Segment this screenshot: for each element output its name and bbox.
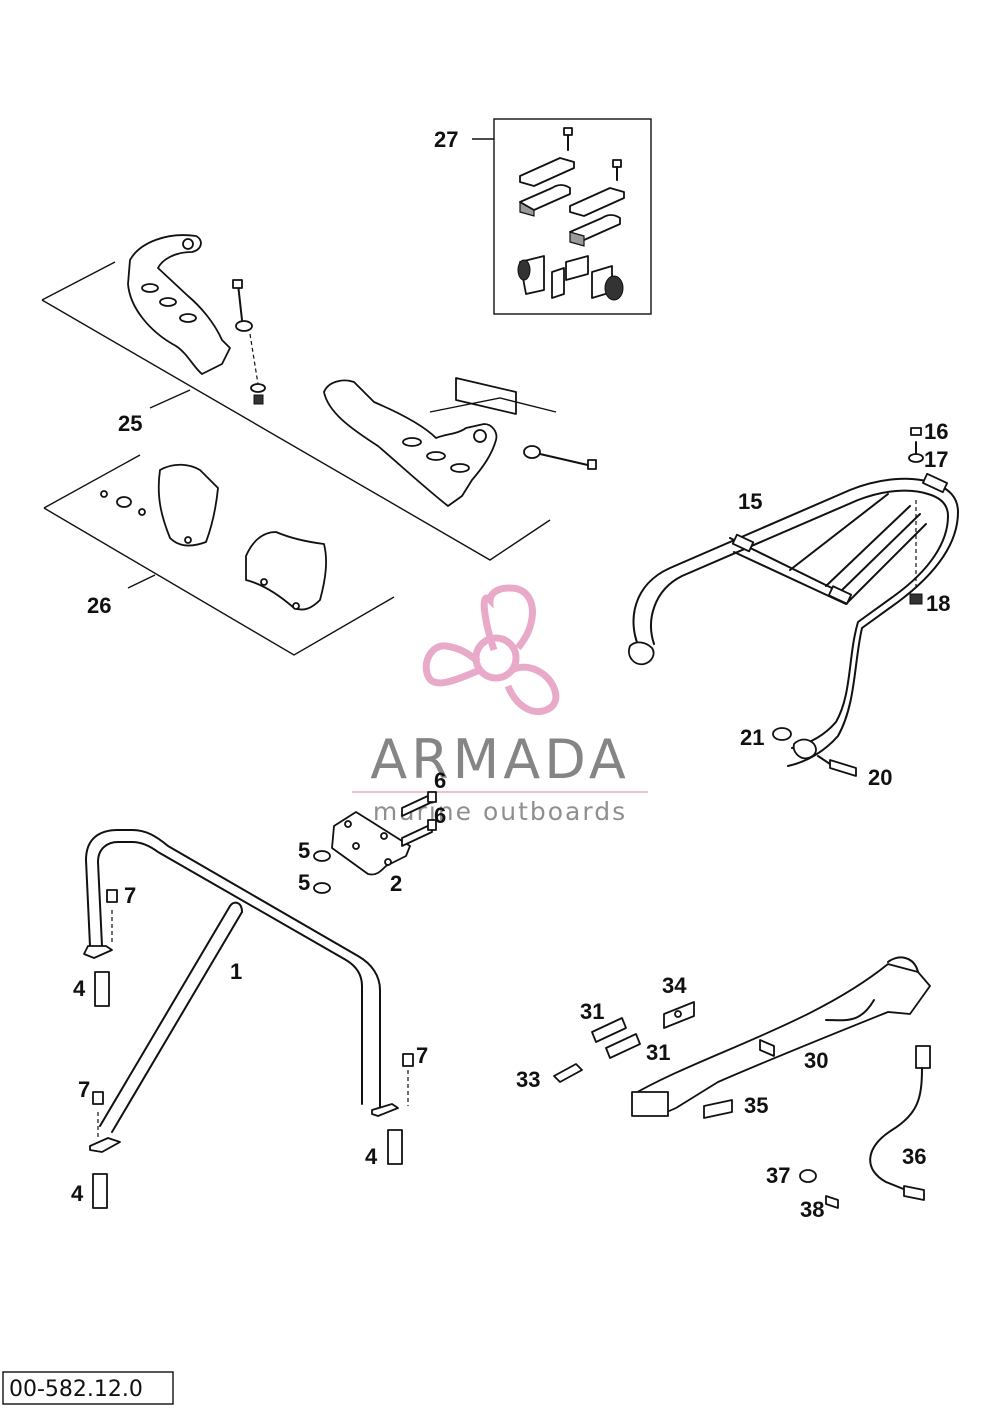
callout-16: 16 <box>924 419 948 444</box>
watermark-brand: ARMADA <box>370 728 630 791</box>
watermark-logo: ARMADA marine outboards <box>352 584 648 826</box>
crash-bar-1 <box>83 829 414 1209</box>
callout-4a: 4 <box>73 976 86 1001</box>
luggage-rack-15 <box>628 427 959 777</box>
callout-1: 1 <box>230 959 242 984</box>
callout-7b: 7 <box>416 1043 428 1068</box>
callout-15: 15 <box>738 489 762 514</box>
handguard-assembly-25 <box>41 234 597 561</box>
callout-6b: 6 <box>434 803 446 828</box>
callout-25: 25 <box>118 411 142 436</box>
callout-4b: 4 <box>365 1144 378 1169</box>
kit-27-box <box>472 118 652 315</box>
callout-27: 27 <box>434 127 458 152</box>
document-number-box: 00-582.12.0 <box>2 1371 174 1405</box>
callout-5a: 5 <box>298 838 310 863</box>
callout-5b: 5 <box>298 870 310 895</box>
callout-2: 2 <box>390 871 402 896</box>
callout-35: 35 <box>744 1093 768 1118</box>
callout-6a: 6 <box>434 768 446 793</box>
callout-34: 34 <box>662 973 687 998</box>
callout-31b: 31 <box>646 1040 670 1065</box>
callout-7a: 7 <box>124 883 136 908</box>
callout-26: 26 <box>87 593 111 618</box>
callout-31a: 31 <box>580 999 604 1024</box>
plate-assembly-26 <box>43 454 395 656</box>
callout-7c: 7 <box>78 1077 90 1102</box>
side-stand-30 <box>553 956 931 1209</box>
callout-36: 36 <box>902 1144 926 1169</box>
callout-38: 38 <box>800 1197 824 1222</box>
callout-labels: 27 25 26 15 16 17 18 21 20 6 6 5 5 2 7 4… <box>71 127 950 1222</box>
mounting-plate-2 <box>313 791 437 894</box>
propeller-icon <box>422 584 560 716</box>
callout-33: 33 <box>516 1067 540 1092</box>
callout-18: 18 <box>926 591 950 616</box>
callout-30: 30 <box>804 1048 828 1073</box>
document-number: 00-582.12.0 <box>9 1377 143 1402</box>
callout-21: 21 <box>740 725 764 750</box>
callout-17: 17 <box>924 447 948 472</box>
callout-4c: 4 <box>71 1181 84 1206</box>
callout-20: 20 <box>868 765 892 790</box>
callout-37: 37 <box>766 1163 790 1188</box>
